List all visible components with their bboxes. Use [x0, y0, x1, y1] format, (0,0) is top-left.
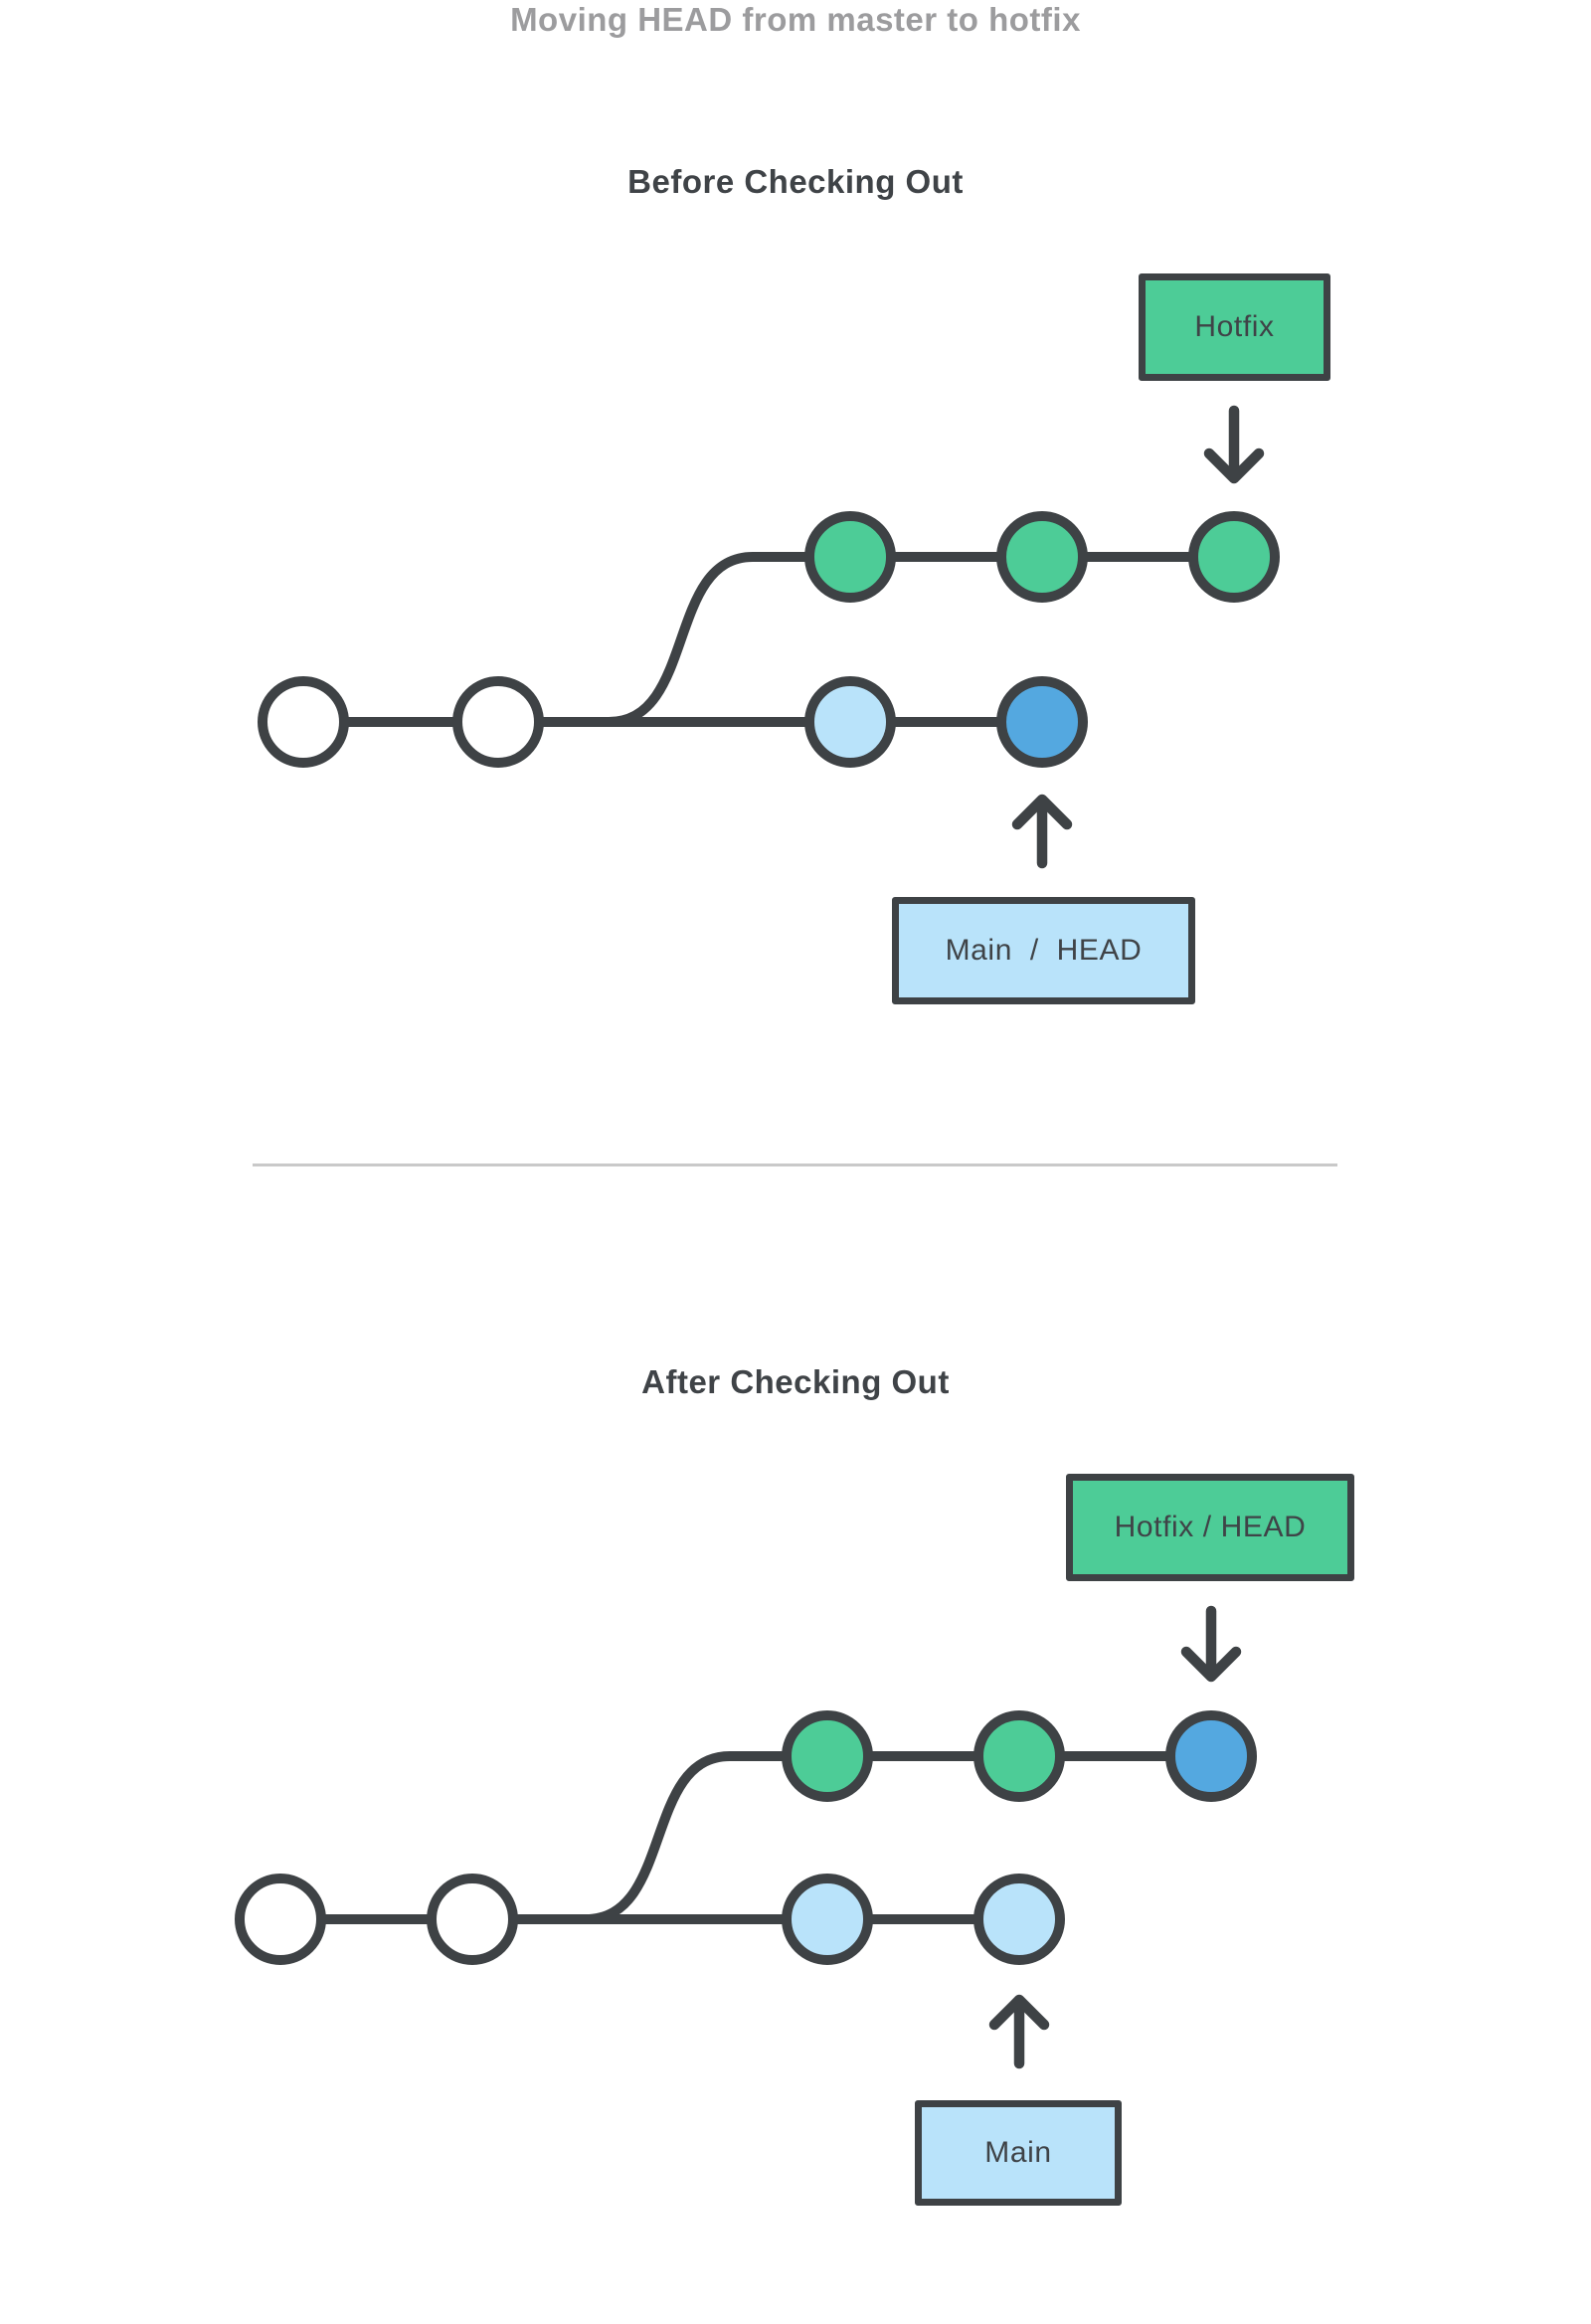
branch-label-hotfix: Hotfix	[1139, 273, 1330, 381]
after-checking-out-commit-node-hotfix-1	[782, 1710, 873, 1802]
branch-label-main: Main	[915, 2100, 1122, 2206]
before-checking-out-commit-node-initial-1	[258, 676, 349, 768]
before-checking-out-branch-fork-curve	[608, 552, 754, 727]
before-checking-out-commit-node-main-1	[804, 676, 896, 768]
branch-label-hotfix-head: Hotfix / HEAD	[1066, 1474, 1354, 1581]
after-checking-out-commit-node-hotfix-3-head	[1165, 1710, 1257, 1802]
section-heading-before: Before Checking Out	[627, 163, 964, 200]
after-checking-out-commit-node-hotfix-2	[973, 1710, 1065, 1802]
section-divider	[253, 1163, 1337, 1166]
before-checking-out-commit-node-initial-2	[452, 676, 544, 768]
after-checking-out-main-label-arrow-up-head	[988, 1994, 1050, 2031]
after-checking-out-commit-node-main-2	[973, 1874, 1065, 1965]
before-checking-out-commit-node-main-2-head	[996, 676, 1088, 768]
branch-label-main-head: Main / HEAD	[892, 897, 1195, 1004]
after-checking-out-hotfix-head-label-arrow-down-head	[1180, 1646, 1242, 1683]
before-checking-out-commit-node-hotfix-3	[1188, 511, 1280, 603]
after-checking-out-branch-fork-curve	[585, 1751, 731, 1924]
before-checking-out-commit-node-hotfix-2	[996, 511, 1088, 603]
before-checking-out-main-head-label-arrow-up-head	[1011, 794, 1073, 830]
after-checking-out-commit-node-main-1	[782, 1874, 873, 1965]
page-title: Moving HEAD from master to hotfix	[510, 1, 1081, 38]
before-checking-out-commit-node-hotfix-1	[804, 511, 896, 603]
section-heading-after: After Checking Out	[641, 1363, 950, 1400]
after-checking-out-commit-node-initial-1	[235, 1874, 326, 1965]
before-checking-out-hotfix-label-arrow-down-head	[1203, 447, 1265, 484]
after-checking-out-commit-node-initial-2	[427, 1874, 518, 1965]
